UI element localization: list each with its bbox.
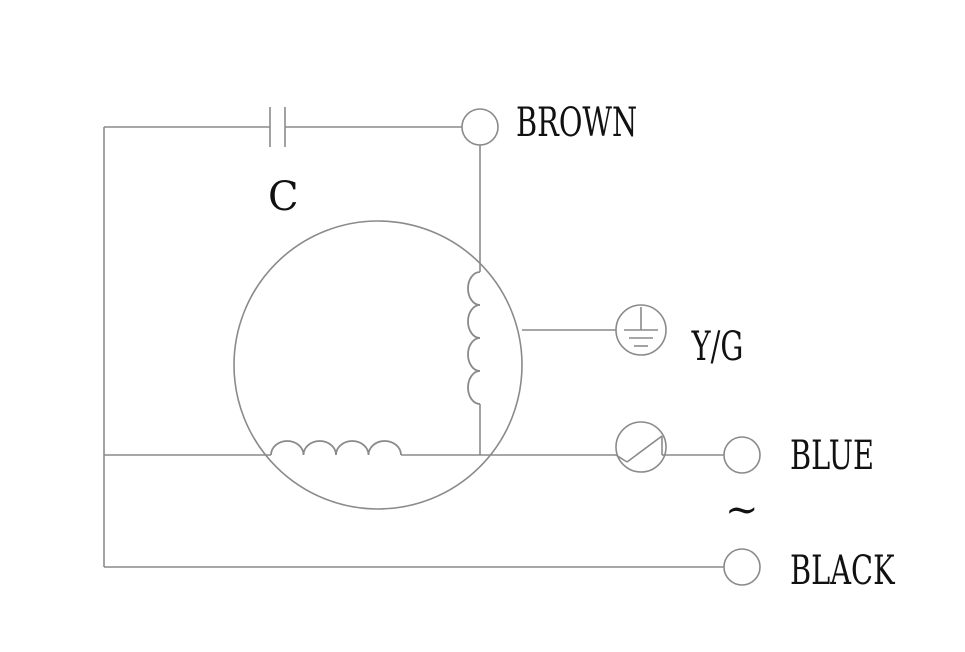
capacitor-label: C (268, 174, 299, 220)
motor-icon (233, 220, 523, 510)
thermal-protector-icon (615, 421, 667, 473)
wires (103, 126, 724, 568)
capacitor-icon (269, 107, 286, 147)
terminal-icon-blue (723, 436, 761, 474)
terminal-icon-brown (461, 108, 499, 146)
black-label: BLACK (790, 548, 895, 594)
winding-icon (467, 271, 481, 405)
ground-icon (615, 304, 667, 356)
brown-label: BROWN (516, 100, 637, 146)
tilde-label: ~ (725, 487, 759, 533)
yellow-green-label: Y/G (691, 324, 744, 370)
aux-winding-icon (270, 440, 402, 456)
blue-label: BLUE (790, 433, 874, 479)
terminal-icon-black (723, 548, 761, 586)
